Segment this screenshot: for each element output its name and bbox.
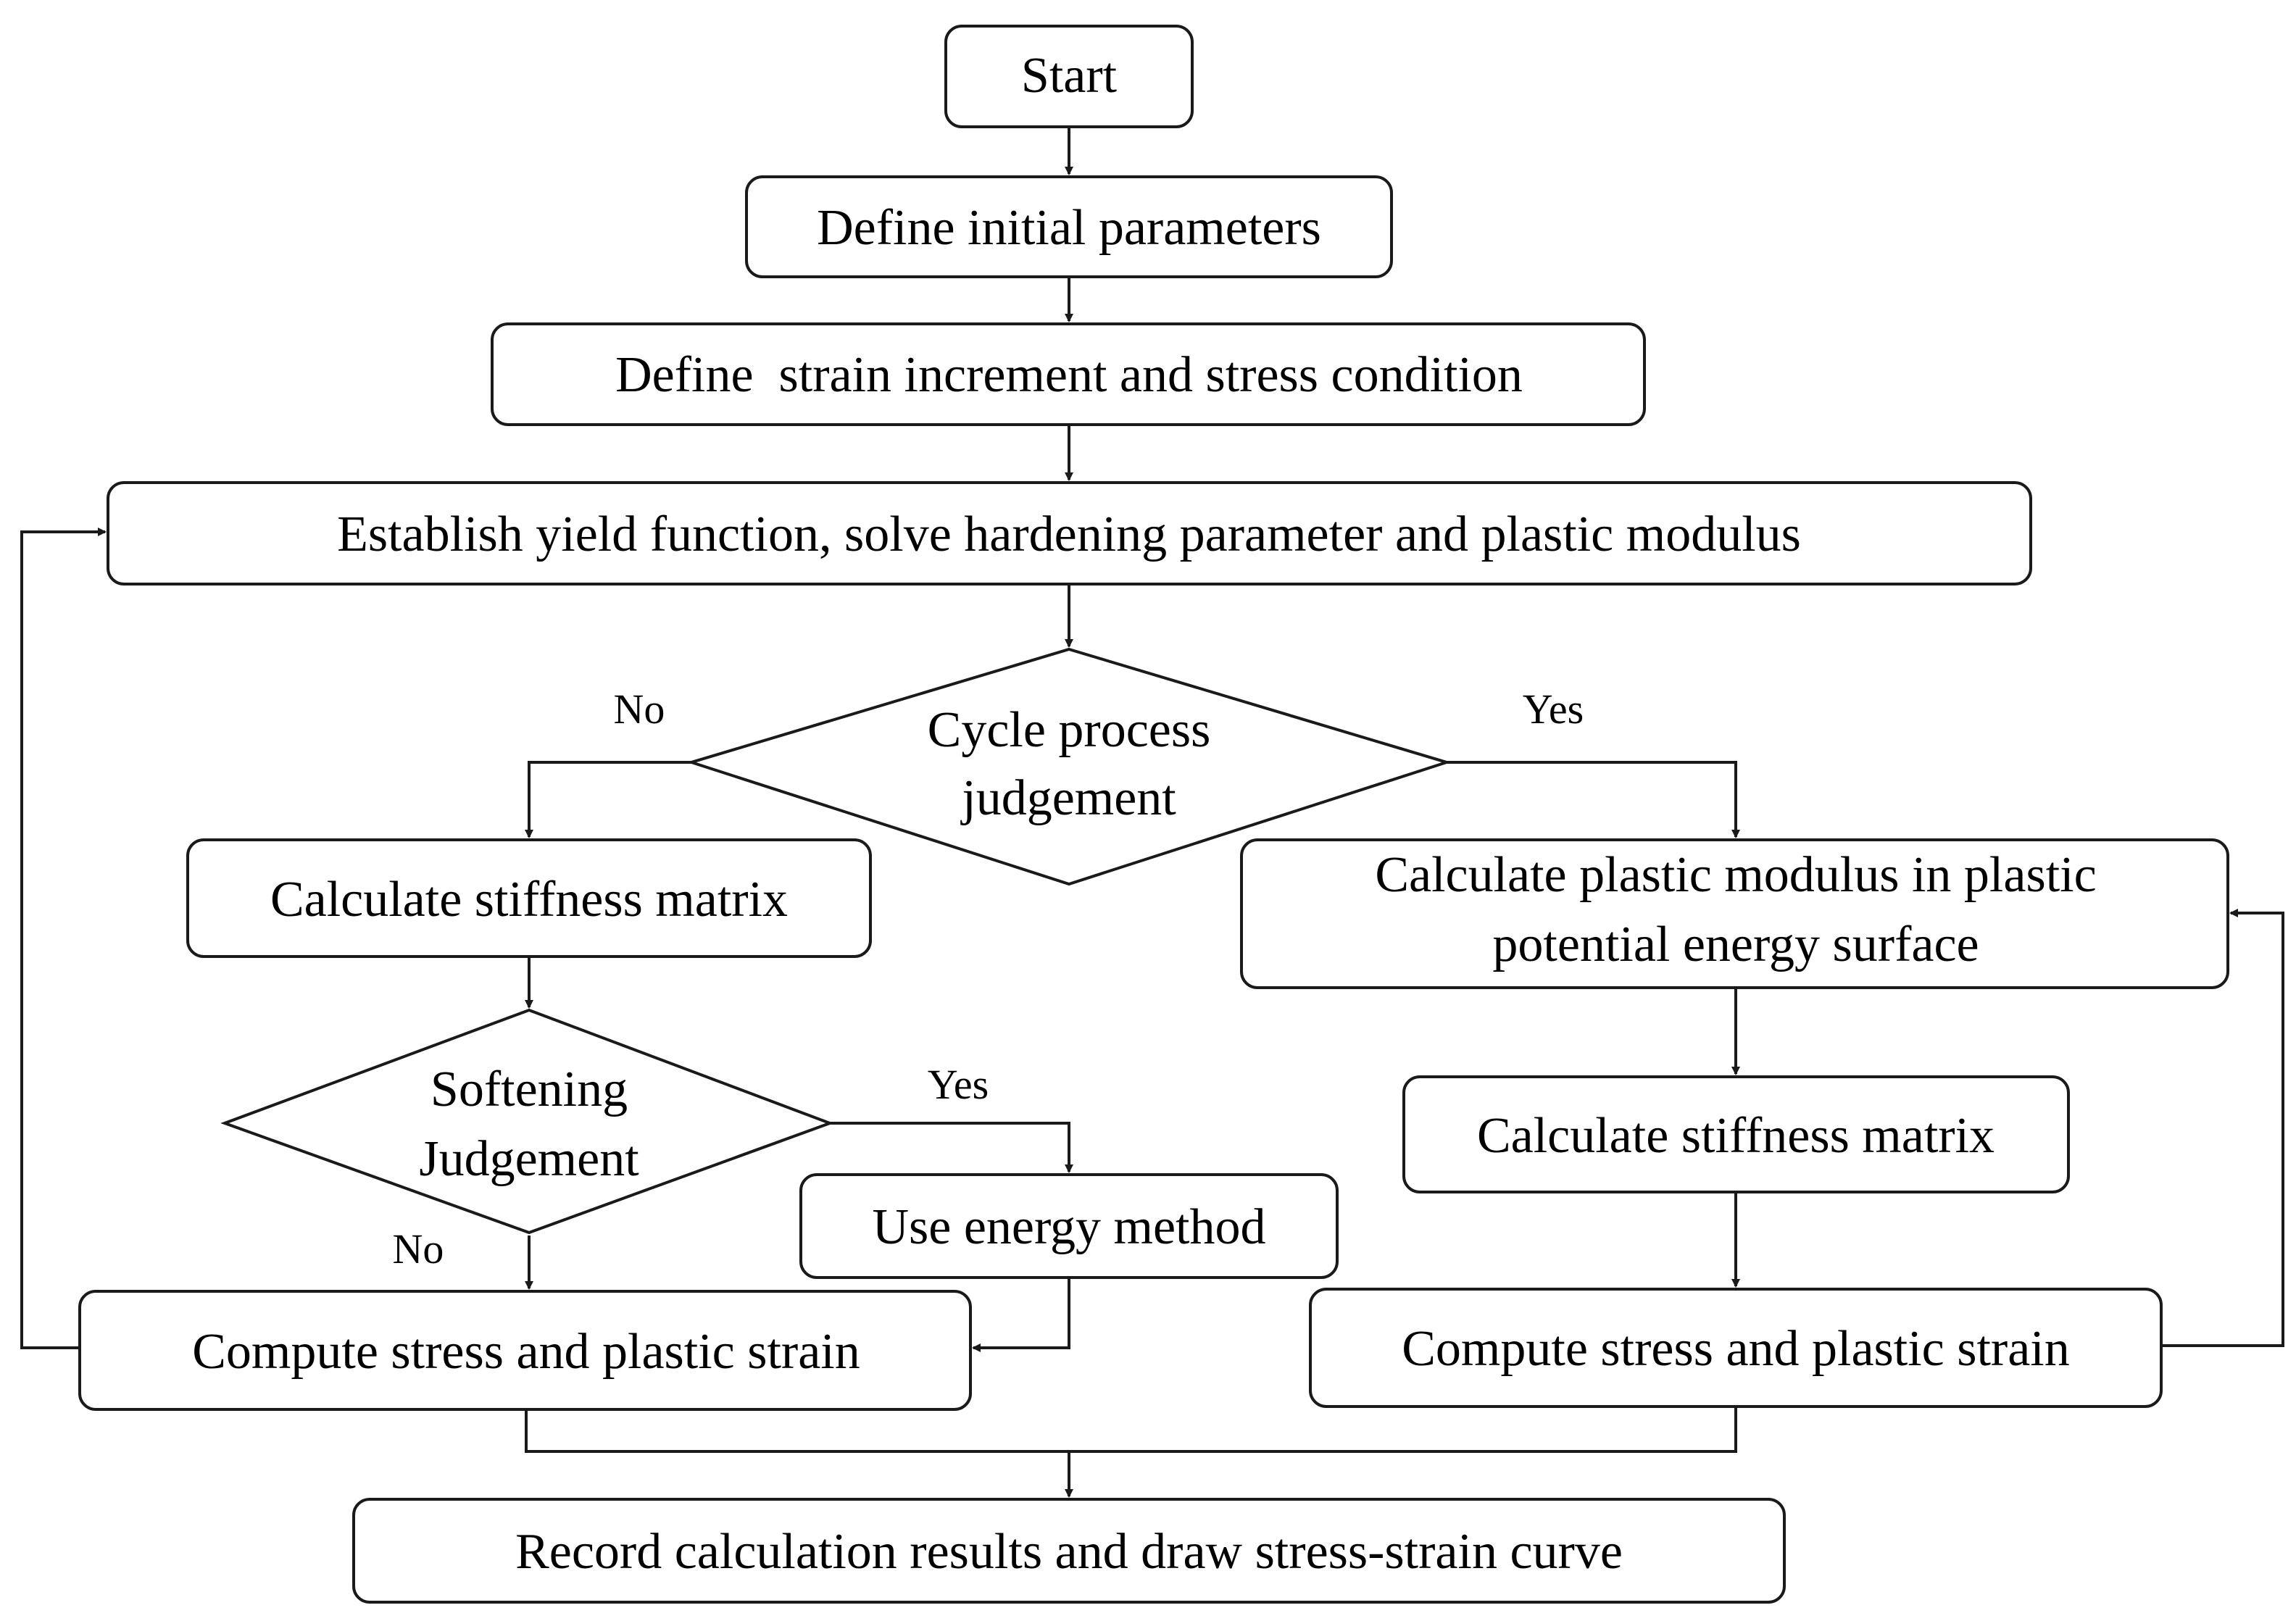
compute-right-node: Compute stress and plastic strain <box>1309 1288 2163 1408</box>
establish-yield-label: Establish yield function, solve hardenin… <box>337 507 1801 562</box>
start-label: Start <box>1021 48 1118 104</box>
softening-no-label: No <box>393 1225 444 1272</box>
edge-cycle-no <box>525 761 691 838</box>
energy-method-node: Use energy method <box>799 1173 1339 1279</box>
softening-judgement-label-line-1: Softening <box>430 1062 628 1117</box>
calc-stiffness-right-node: Calculate stiffness matrix <box>1402 1075 2070 1193</box>
edge-compute-right-loop-back <box>2161 909 2284 1347</box>
cycle-yes-label: Yes <box>1523 686 1584 733</box>
calc-stiffness-left-node: Calculate stiffness matrix <box>186 838 872 958</box>
cycle-judgement-label-line-2: judgement <box>960 770 1176 826</box>
cycle-judgement-node: Cycle process judgement <box>686 647 1452 886</box>
edge-energy-to-compute-left <box>972 1278 1070 1352</box>
define-strain-label: Define strain increment and stress condi… <box>615 347 1523 403</box>
calc-plastic-modulus-label-line-2: potential energy surface <box>1492 917 1979 972</box>
edge-softening-yes <box>830 1122 1073 1173</box>
edges <box>20 127 2284 1498</box>
edge-cycle-yes <box>1447 761 1740 838</box>
define-params-node: Define initial parameters <box>745 175 1393 278</box>
edge-merge-compute-outputs <box>525 1407 1737 1453</box>
compute-right-label: Compute stress and plastic strain <box>1402 1321 2070 1377</box>
record-results-label: Record calculation results and draw stre… <box>515 1524 1623 1580</box>
define-strain-node: Define strain increment and stress condi… <box>491 322 1646 426</box>
record-results-node: Record calculation results and draw stre… <box>352 1498 1786 1604</box>
softening-judgement-label-line-2: Judgement <box>419 1131 639 1187</box>
energy-method-label: Use energy method <box>872 1199 1265 1255</box>
cycle-judgement-label-line-1: Cycle process <box>928 702 1211 758</box>
calc-stiffness-right-label: Calculate stiffness matrix <box>1477 1108 1995 1164</box>
define-params-label: Define initial parameters <box>817 200 1321 256</box>
calc-stiffness-left-label: Calculate stiffness matrix <box>270 872 788 928</box>
establish-yield-node: Establish yield function, solve hardenin… <box>107 481 2032 586</box>
softening-yes-label: Yes <box>928 1061 989 1108</box>
compute-left-label: Compute stress and plastic strain <box>192 1324 860 1380</box>
start-node: Start <box>944 25 1194 128</box>
cycle-no-label: No <box>614 686 665 733</box>
calc-plastic-modulus-label-line-1: Calculate plastic modulus in plastic <box>1375 847 2096 903</box>
calc-plastic-modulus-node: Calculate plastic modulus in plastic pot… <box>1240 838 2229 989</box>
softening-judgement-node: Softening Judgement <box>220 1008 834 1235</box>
compute-left-node: Compute stress and plastic strain <box>78 1290 972 1411</box>
edge-compute-left-loop-back <box>20 528 107 1349</box>
